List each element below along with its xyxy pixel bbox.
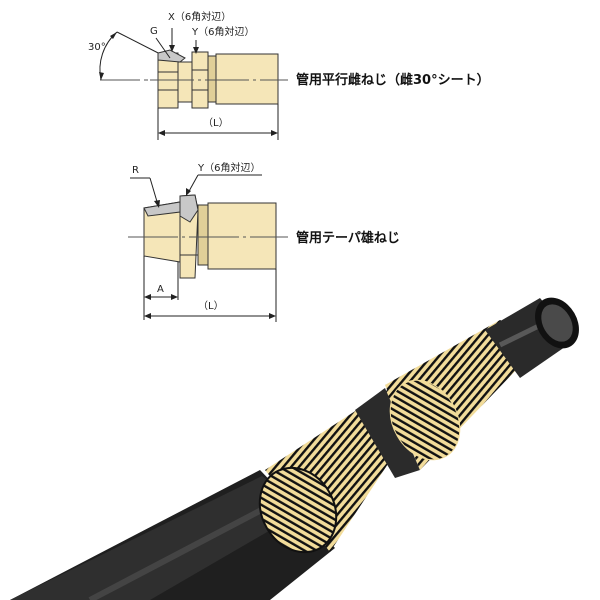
label-angle: 30°: [88, 42, 106, 53]
label-x-hex: X（6角対辺）: [168, 12, 232, 23]
label-r: R: [132, 165, 139, 176]
title-female-parallel-thread: 管用平行雌ねじ（雌30°シート）: [296, 73, 490, 88]
label-length-1: （L）: [203, 118, 229, 129]
label-g: G: [150, 26, 158, 37]
female-fitting-diagram: [99, 28, 288, 140]
label-a: A: [157, 284, 164, 295]
label-length-2: （L）: [198, 301, 224, 312]
label-y-hex: Y（6角対辺）: [192, 27, 255, 38]
hose-illustration: [10, 297, 579, 600]
title-male-taper-thread: 管用テーパ雄ねじ: [296, 231, 400, 246]
male-fitting-diagram: [128, 174, 288, 322]
label-y-hex-2: Y（6角対辺）: [198, 163, 261, 174]
